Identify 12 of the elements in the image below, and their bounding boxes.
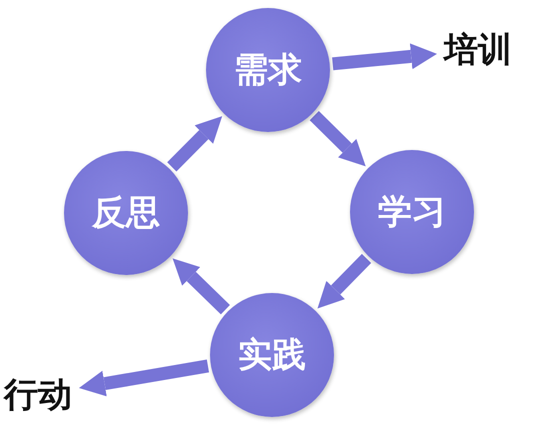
stage-label: 学习 <box>378 191 446 234</box>
block-arrow <box>332 43 438 70</box>
stage-label: 需求 <box>234 49 302 92</box>
outcome-label: 培训 <box>444 29 512 72</box>
outcome-label: 行动 <box>4 374 72 417</box>
stage-label: 实践 <box>238 334 306 377</box>
block-arrow <box>172 258 230 314</box>
block-arrow <box>167 116 222 172</box>
block-arrow <box>317 254 372 309</box>
stage-label: 反思 <box>92 192 160 235</box>
block-arrow <box>310 111 366 166</box>
block-arrow <box>78 360 210 396</box>
